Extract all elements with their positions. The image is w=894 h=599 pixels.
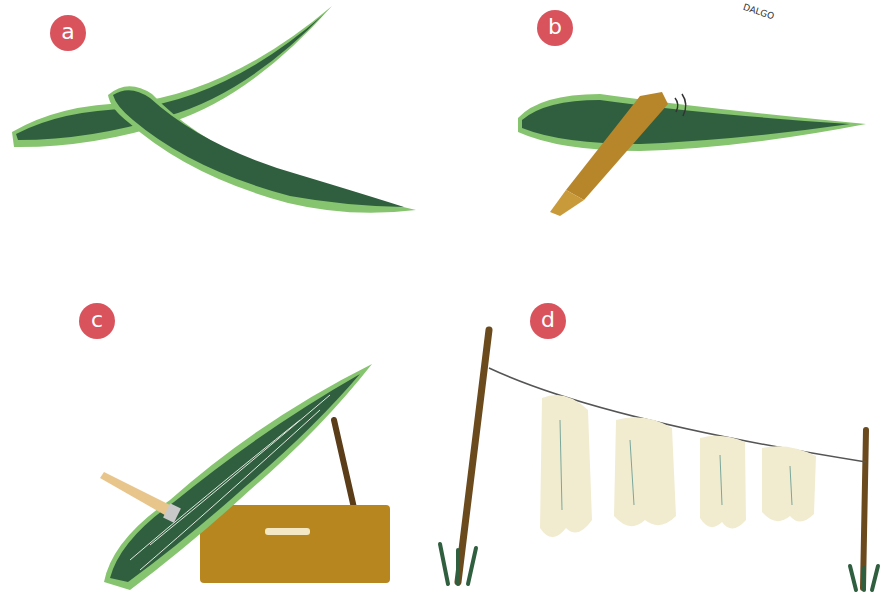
step-badge: c (79, 303, 115, 339)
watermark-text: DALGO (742, 2, 776, 21)
scraping-on-box (100, 364, 390, 590)
step-letter: c (91, 309, 103, 331)
step-badge: b (537, 10, 573, 46)
step-letter: d (541, 309, 555, 331)
crossed-leaves (12, 6, 416, 213)
drying-line (440, 330, 878, 590)
step-letter: a (61, 21, 74, 43)
leaf-and-mallet (518, 92, 866, 216)
step-letter: b (548, 16, 562, 38)
step-badge: d (530, 303, 566, 339)
step-badge: a (50, 15, 86, 51)
